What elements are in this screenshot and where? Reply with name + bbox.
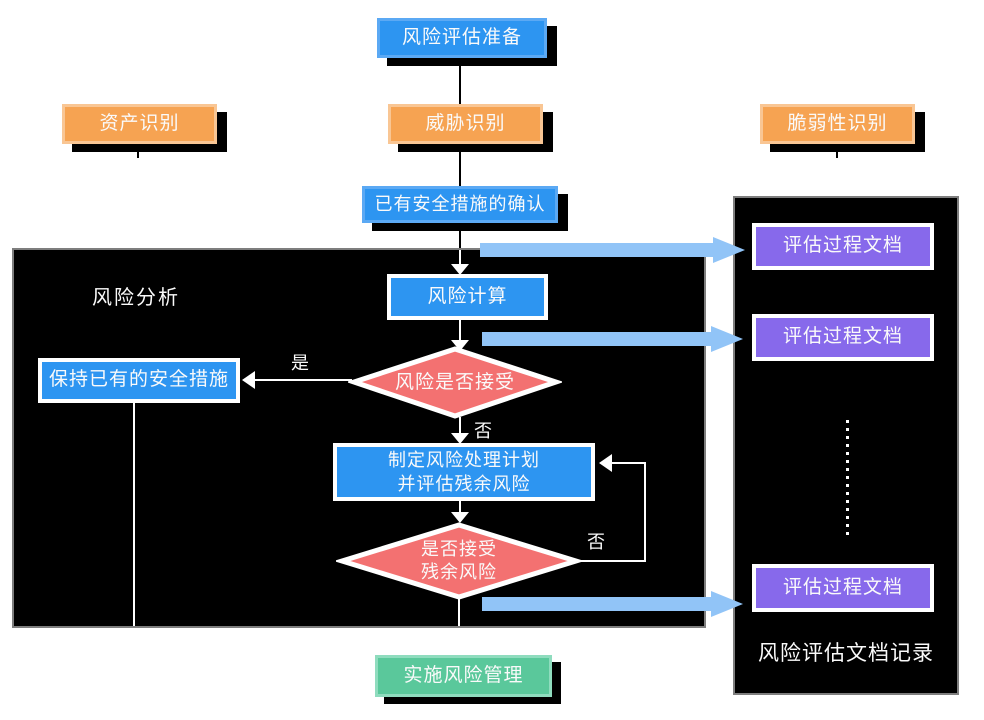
node-label: 风险计算 — [427, 285, 508, 307]
node-process-doc-1: 评估过程文档 — [752, 223, 934, 270]
connector-confirm-calc — [459, 221, 461, 250]
decision-risk-accept: 风险是否接受 — [348, 345, 562, 420]
arrowhead-decision1 — [451, 340, 469, 351]
connector-decision2-exit — [458, 597, 460, 626]
connector-threat-confirm — [459, 144, 461, 188]
node-keep-measures: 保持已有的安全措施 — [38, 358, 240, 403]
connector-stub-asset — [137, 144, 139, 158]
node-label: 威胁识别 — [425, 112, 506, 134]
ellipsis-dotted-line — [846, 420, 849, 536]
node-label: 已有安全措施的确认 — [374, 193, 546, 214]
arrowhead-keep — [242, 371, 255, 389]
loop-top-segment — [612, 462, 646, 464]
node-vulnerability-identify: 脆弱性识别 — [760, 104, 915, 144]
node-label-line2: 并评估残余风险 — [397, 474, 531, 494]
arrow-body — [480, 243, 714, 257]
node-label-line1: 制定风险处理计划 — [388, 450, 540, 470]
connector-keep-exit — [133, 402, 135, 626]
loop-bottom-segment — [578, 560, 646, 562]
node-label: 评估过程文档 — [782, 235, 903, 257]
arrow-head-icon — [711, 591, 743, 617]
loop-vertical-segment — [644, 462, 646, 562]
decision-label-line1: 是否接受 — [421, 539, 497, 559]
diamond-shape — [348, 346, 562, 419]
connector-decision1-plan — [459, 417, 461, 434]
node-label: 评估过程文档 — [782, 326, 903, 348]
node-process-doc-3: 评估过程文档 — [752, 564, 934, 612]
node-treatment-plan: 制定风险处理计划 并评估残余风险 — [333, 443, 595, 501]
arrowhead-decision2 — [451, 512, 469, 523]
node-label: 资产识别 — [99, 112, 180, 134]
node-risk-calc: 风险计算 — [387, 274, 548, 320]
connector-plan-decision2 — [459, 501, 461, 514]
node-label: 评估过程文档 — [782, 576, 903, 598]
node-asset-identify: 资产识别 — [62, 104, 217, 144]
node-confirm-measures: 已有安全措施的确认 — [362, 186, 558, 223]
arrowhead-into-calc — [451, 264, 469, 275]
connector-into-calc — [459, 250, 461, 266]
node-label: 保持已有的安全措施 — [48, 369, 229, 391]
connector-stub-vulnerability — [836, 144, 838, 158]
analysis-panel-title: 风险分析 — [92, 287, 180, 309]
connector-calc-decision1 — [459, 320, 461, 342]
arrow-body — [482, 597, 712, 611]
arrowhead-plan — [451, 433, 469, 444]
decision-residual-risk: 是否接受 残余风险 — [336, 521, 582, 601]
decision-label-line2: 残余风险 — [421, 562, 497, 582]
decision-label: 风险是否接受 — [394, 372, 515, 393]
doc-panel-title: 风险评估文档记录 — [758, 642, 934, 665]
node-process-doc-2: 评估过程文档 — [752, 314, 934, 361]
edge-label-yes: 是 — [291, 353, 310, 373]
edge-label-no-2: 否 — [587, 532, 606, 552]
arrowhead-loop-into-plan — [599, 454, 612, 472]
edge-label-no-1: 否 — [474, 421, 493, 441]
arrow-body — [482, 332, 712, 346]
connector-prepare-threat — [459, 56, 461, 106]
arrow-head-icon — [713, 237, 745, 263]
decision-label: 是否接受 残余风险 — [336, 521, 582, 601]
node-label: 实施风险管理 — [403, 664, 524, 686]
node-risk-assess-prepare: 风险评估准备 — [377, 18, 547, 58]
diamond-shape — [336, 522, 582, 600]
node-label: 风险评估准备 — [401, 26, 522, 48]
arrow-head-icon — [711, 326, 743, 352]
node-threat-identify: 威胁识别 — [388, 104, 543, 144]
node-implement-management: 实施风险管理 — [375, 655, 552, 697]
node-label: 脆弱性识别 — [787, 112, 888, 134]
connector-decision1-keep — [254, 379, 352, 381]
